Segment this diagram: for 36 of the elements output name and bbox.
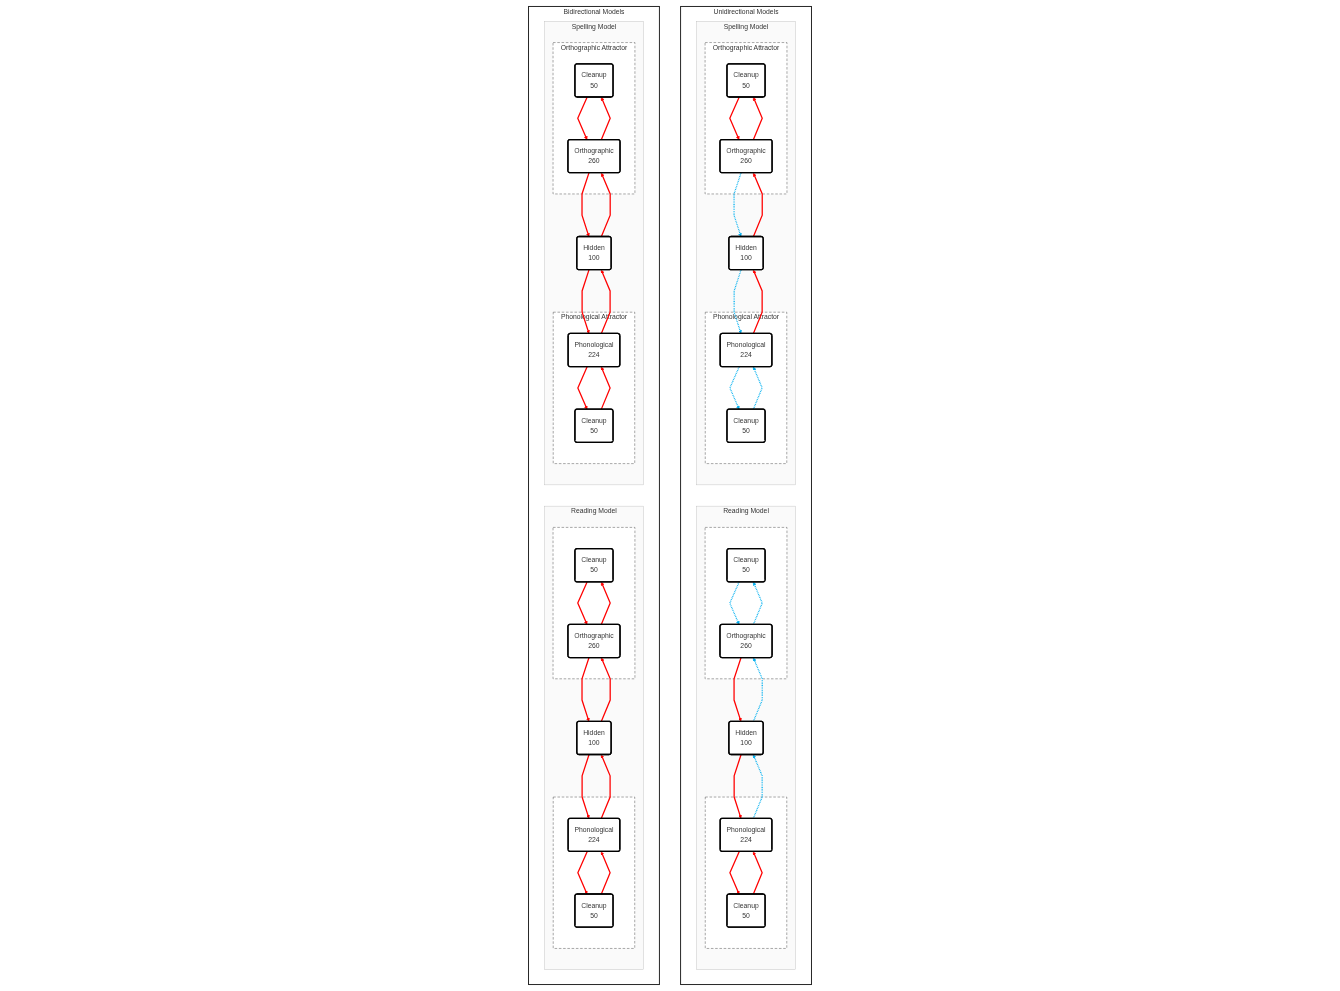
arrow [600,269,611,335]
arrow [752,657,763,723]
arrow [752,851,763,895]
arrow [733,754,742,819]
cluster [552,527,636,680]
arrow [733,172,742,237]
cluster [704,527,788,680]
arrow [733,657,742,722]
arrow [600,581,611,626]
arrow [577,366,588,410]
arrow [581,172,590,237]
arrow [752,754,763,820]
cluster [553,796,635,949]
arrow [577,851,588,895]
arrow [729,366,740,410]
arrow [733,269,742,334]
arrow [581,657,590,722]
arrow [600,754,611,820]
arrow [729,851,740,895]
arrow [600,657,611,723]
arrow [600,851,611,895]
arrow [752,269,763,335]
cluster [705,796,787,949]
arrow [600,172,611,238]
arrow [600,97,611,141]
arrow [600,366,611,410]
arrow [752,366,763,410]
arrow [577,96,588,140]
arrow [729,581,740,625]
arrow [752,172,763,238]
arrow [729,96,740,140]
arrow [752,581,763,626]
arrow [577,581,588,625]
arrow [581,269,590,334]
arrow [752,97,763,141]
arrow [581,754,590,819]
